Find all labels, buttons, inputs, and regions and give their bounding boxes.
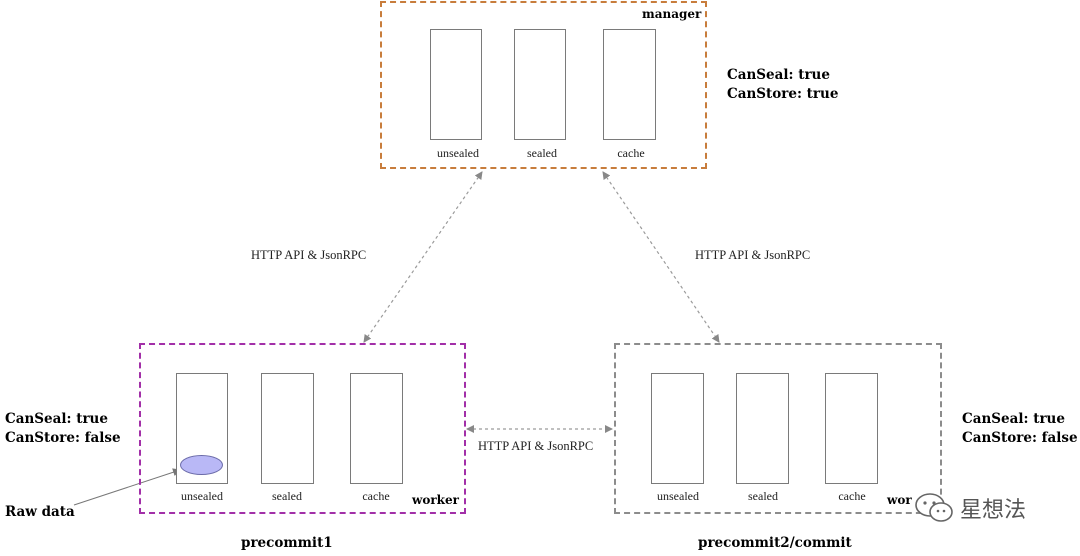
worker2-sealed-label: sealed bbox=[748, 489, 778, 503]
worker2-sealed-storage bbox=[736, 373, 789, 484]
manager-canstore: CanStore: true bbox=[727, 86, 839, 102]
worker2-cache-storage bbox=[825, 373, 878, 484]
worker2-canseal: CanSeal: true bbox=[962, 411, 1065, 427]
connection-label-right: HTTP API & JsonRPC bbox=[695, 248, 811, 262]
manager-sealed-storage bbox=[514, 29, 566, 140]
raw-data-ellipse bbox=[180, 455, 223, 475]
worker2-caption: precommit2/commit bbox=[698, 535, 852, 551]
manager-unsealed-storage bbox=[430, 29, 482, 140]
worker1-canstore: CanStore: false bbox=[5, 430, 121, 446]
worker2-cache-label: cache bbox=[838, 489, 866, 503]
connection-label-bottom: HTTP API & JsonRPC bbox=[478, 439, 594, 453]
manager-props: CanSeal: true CanStore: true bbox=[727, 66, 838, 104]
worker2-unsealed-label: unsealed bbox=[657, 489, 699, 503]
worker2-name: wor bbox=[887, 493, 912, 507]
manager-name: manager bbox=[642, 7, 702, 21]
manager-sealed-label: sealed bbox=[527, 146, 557, 160]
worker1-cache-storage bbox=[350, 373, 403, 484]
worker1-sealed-storage bbox=[261, 373, 314, 484]
connection-label-left: HTTP API & JsonRPC bbox=[251, 248, 367, 262]
manager-unsealed-label: unsealed bbox=[437, 146, 479, 160]
manager-cache-storage bbox=[603, 29, 656, 140]
watermark-text: 星想法 bbox=[960, 498, 1027, 523]
worker1-caption: precommit1 bbox=[241, 535, 333, 551]
worker1-canseal: CanSeal: true bbox=[5, 411, 108, 427]
worker2-box bbox=[614, 343, 942, 514]
worker2-canstore: CanStore: false bbox=[962, 430, 1078, 446]
manager-cache-label: cache bbox=[617, 146, 645, 160]
worker1-name: worker bbox=[412, 493, 459, 507]
worker2-props: CanSeal: true CanStore: false bbox=[962, 410, 1078, 448]
manager-box bbox=[380, 1, 707, 169]
worker1-unsealed-label: unsealed bbox=[181, 489, 223, 503]
worker2-unsealed-storage bbox=[651, 373, 704, 484]
raw-data-arrow bbox=[73, 468, 181, 506]
connector-manager-worker2 bbox=[602, 171, 720, 343]
watermark: 星想法 bbox=[914, 492, 1026, 524]
connector-manager-worker1 bbox=[363, 171, 483, 343]
worker1-box bbox=[139, 343, 466, 514]
worker1-cache-label: cache bbox=[362, 489, 390, 503]
worker1-sealed-label: sealed bbox=[272, 489, 302, 503]
wechat-icon bbox=[915, 493, 953, 522]
worker1-props: CanSeal: true CanStore: false bbox=[5, 410, 121, 448]
raw-data-label: Raw data bbox=[5, 504, 75, 520]
manager-canseal: CanSeal: true bbox=[727, 67, 830, 83]
